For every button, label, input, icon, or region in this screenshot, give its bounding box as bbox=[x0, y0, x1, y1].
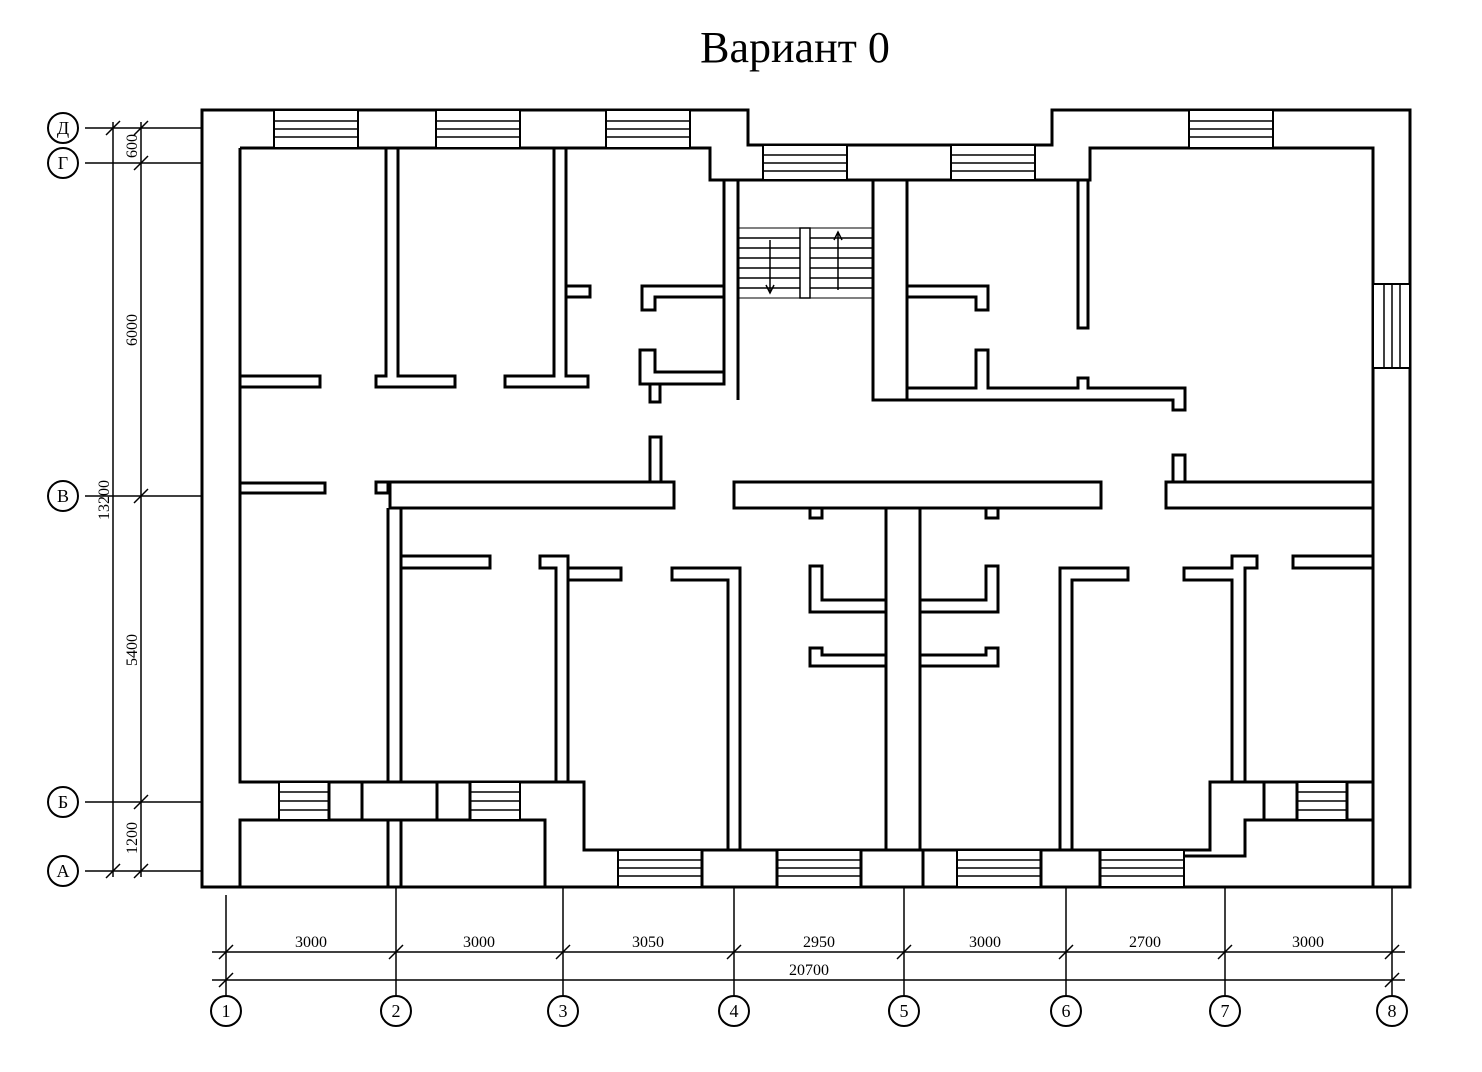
dim-left-1200: 1200 bbox=[124, 822, 141, 854]
dim-left-6000: 6000 bbox=[124, 314, 141, 346]
axis-label-6: 6 bbox=[1062, 1001, 1071, 1021]
axis-label-v: В bbox=[57, 486, 69, 506]
axis-label-a: А bbox=[57, 861, 70, 881]
axis-label-d: Д bbox=[57, 118, 69, 138]
axis-label-g: Г bbox=[58, 153, 68, 173]
left-dimensions: 600 6000 5400 1200 13200 Д Г В Б А bbox=[47, 112, 202, 887]
axis-label-5: 5 bbox=[900, 1001, 909, 1021]
dim-bottom-7: 3000 bbox=[1292, 934, 1324, 951]
axis-label-8: 8 bbox=[1388, 1001, 1397, 1021]
axis-label-1: 1 bbox=[222, 1001, 231, 1021]
dim-bottom-6: 2700 bbox=[1129, 934, 1161, 951]
bottom-dimensions: 3000 3000 3050 2950 3000 2700 3000 20700… bbox=[210, 887, 1408, 1027]
interior-walls bbox=[240, 148, 1375, 889]
dim-bottom-5: 3000 bbox=[969, 934, 1001, 951]
dim-bottom-2: 3000 bbox=[463, 934, 495, 951]
axis-label-b: Б bbox=[58, 792, 68, 812]
axis-label-4: 4 bbox=[730, 1001, 739, 1021]
drawing-title: Вариант 0 bbox=[700, 23, 890, 72]
axis-label-7: 7 bbox=[1221, 1001, 1230, 1021]
staircase bbox=[638, 180, 909, 402]
dim-bottom-4: 2950 bbox=[803, 934, 835, 951]
dim-bottom-3: 3050 bbox=[632, 934, 664, 951]
dim-bottom-total: 20700 bbox=[789, 962, 829, 979]
dim-left-600: 600 bbox=[124, 134, 141, 158]
outer-walls bbox=[200, 108, 1412, 889]
axis-label-3: 3 bbox=[559, 1001, 568, 1021]
dim-left-5400: 5400 bbox=[124, 634, 141, 666]
axis-label-2: 2 bbox=[392, 1001, 401, 1021]
windows bbox=[273, 109, 1411, 889]
dim-bottom-1: 3000 bbox=[295, 934, 327, 951]
dim-left-total: 13200 bbox=[96, 480, 113, 520]
